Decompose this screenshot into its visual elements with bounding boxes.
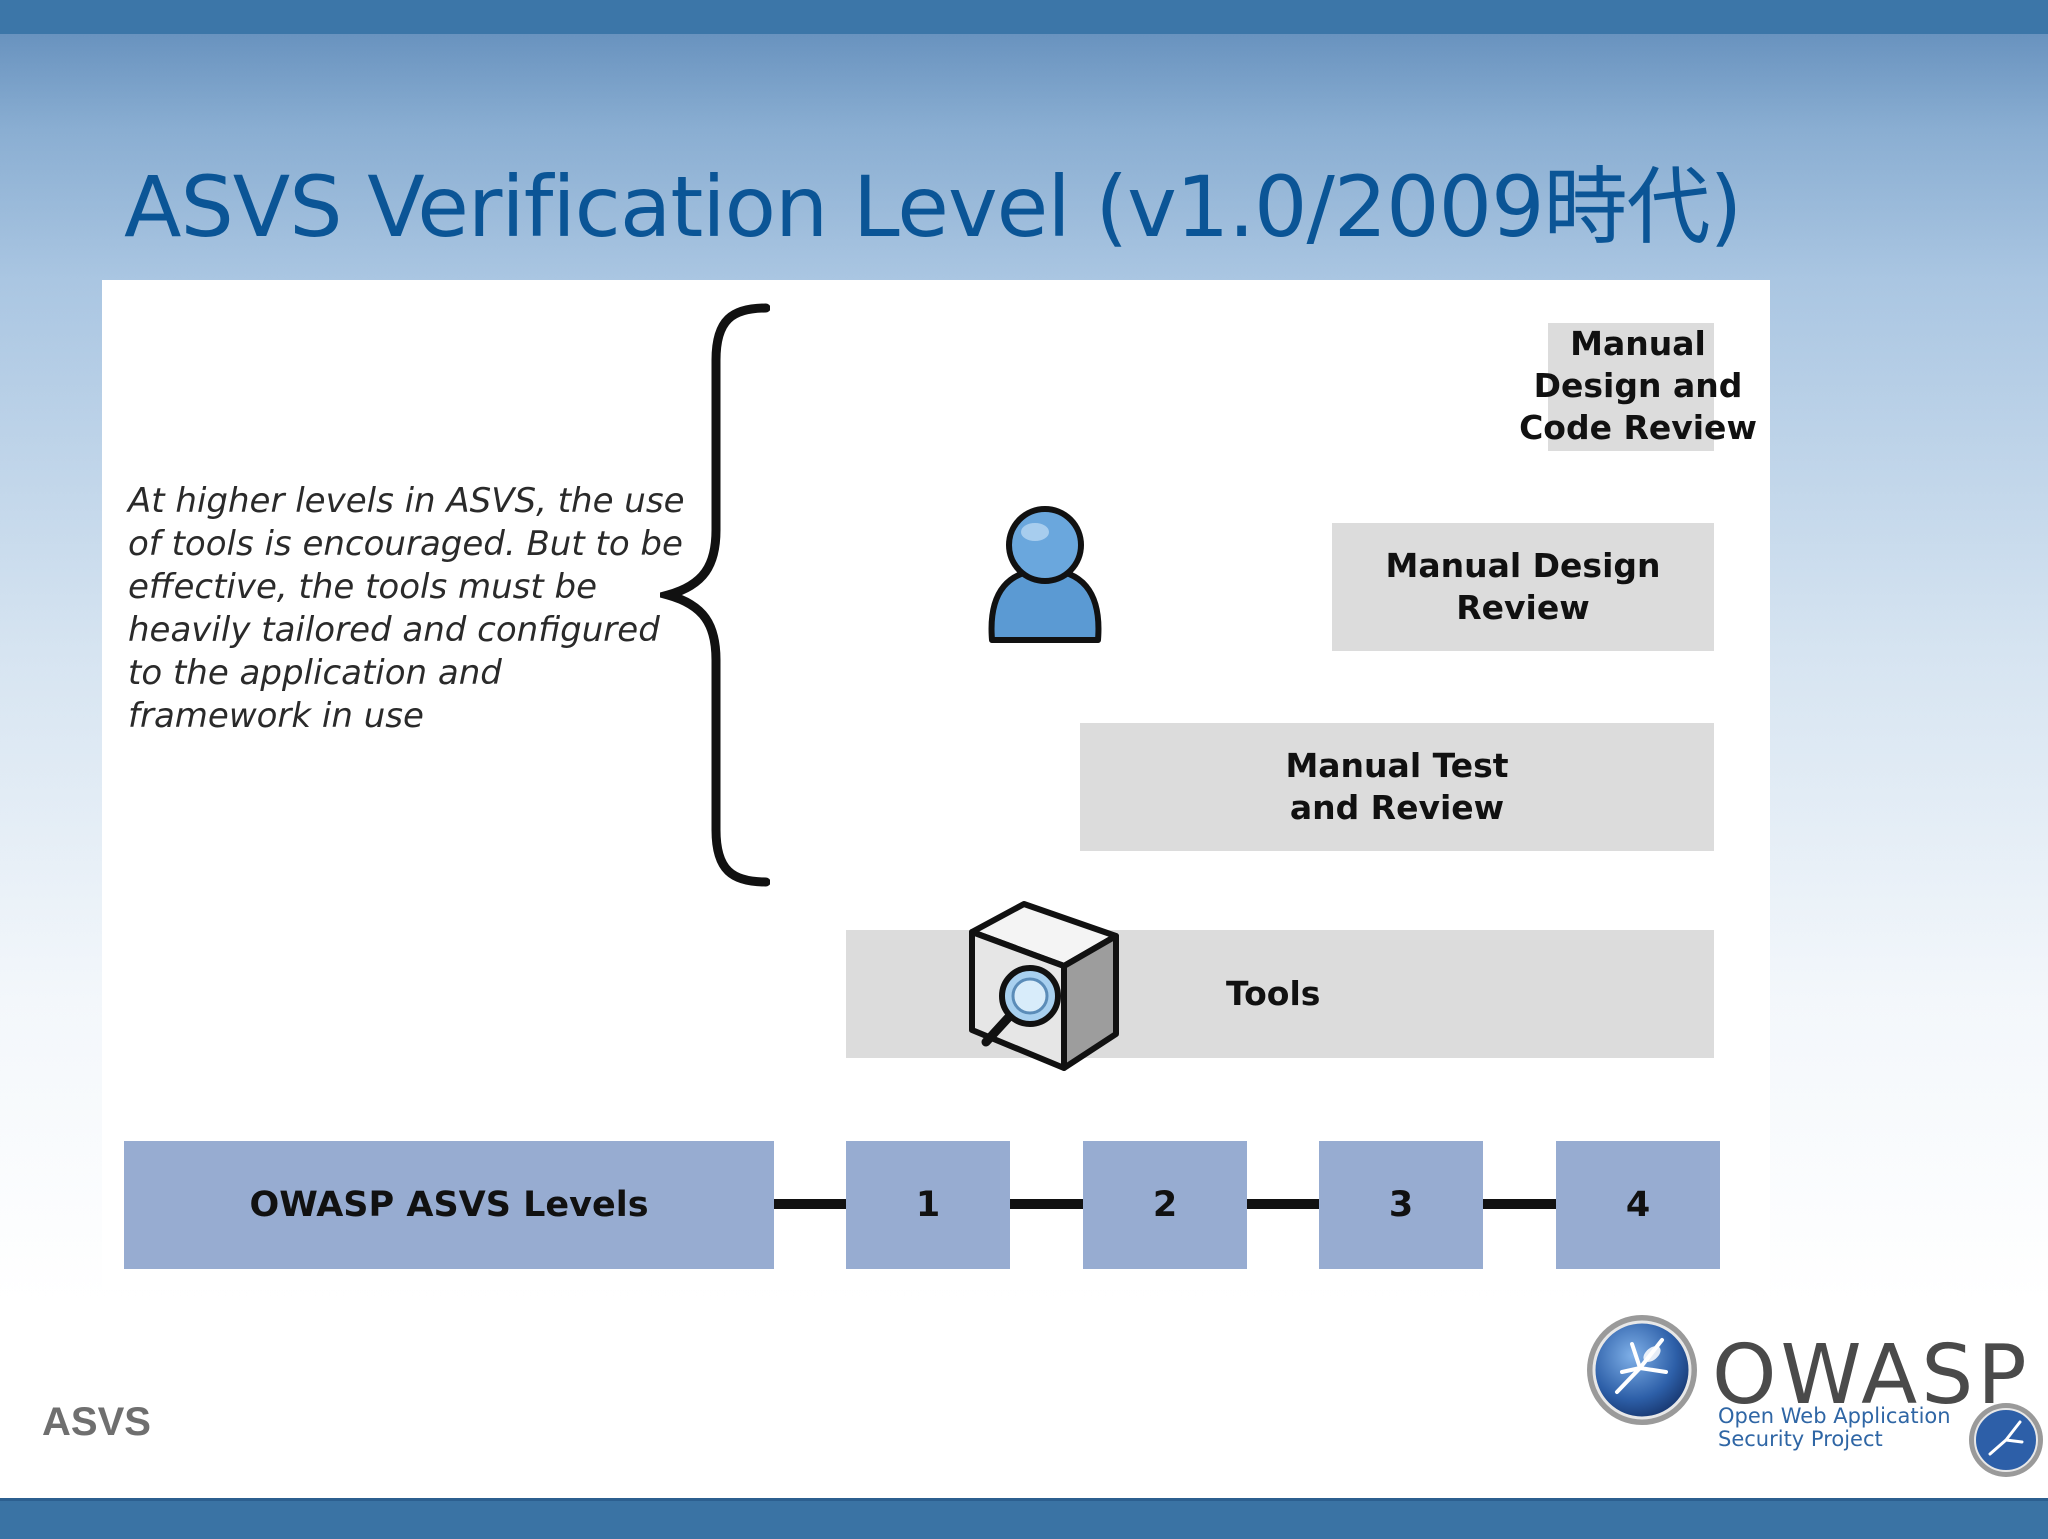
- level-3: 3: [1319, 1141, 1483, 1269]
- level-2: 2: [1083, 1141, 1247, 1269]
- intro-text: At higher levels in ASVS, the use of too…: [128, 481, 685, 736]
- bottom-bar: [0, 1498, 2048, 1539]
- manual-design-code-label: Manual Design and Code Review: [1519, 324, 1757, 447]
- footer-tag: ASVS: [42, 1400, 151, 1444]
- tools-label: Tools: [1226, 974, 1321, 1013]
- slide-title: ASVS Verification Level (v1.0/2009時代): [124, 158, 1742, 256]
- manual-test-box: Manual Test and Review: [1080, 723, 1714, 851]
- person-icon: [988, 506, 1102, 643]
- manual-design-code-box: [1548, 323, 1714, 451]
- owasp-wasp-logo-icon: [1587, 1315, 1697, 1425]
- levels-label: OWASP ASVS Levels: [124, 1141, 774, 1269]
- scanner-tool-icon: [969, 901, 1119, 1071]
- manual-design-box: Manual Design Review: [1332, 523, 1714, 651]
- owasp-wordmark: OWASP: [1712, 1328, 2031, 1423]
- level-1: 1: [846, 1141, 1010, 1269]
- level-4: 4: [1556, 1141, 1720, 1269]
- owasp-subtitle: Open Web Application Security Project: [1718, 1404, 1951, 1451]
- curly-brace-icon: [660, 303, 770, 887]
- owasp-corner-logo-icon: [1969, 1403, 2043, 1477]
- top-bar: [0, 0, 2048, 34]
